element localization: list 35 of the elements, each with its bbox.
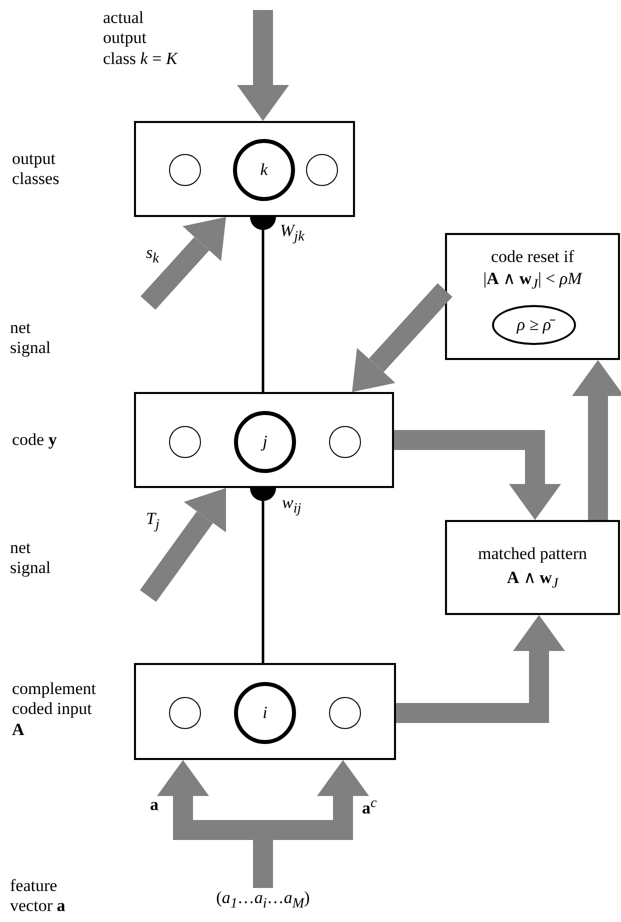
neuron-circle xyxy=(329,426,361,458)
edge-label: W$_{jk}$ xyxy=(280,222,304,245)
layer-box xyxy=(445,520,620,615)
signal-arrow xyxy=(140,488,226,602)
neuron-circle: j xyxy=(234,411,296,473)
formula-text: |A ∧ w$_{J}$| < ρM xyxy=(482,269,584,294)
neuron-circle xyxy=(169,154,201,186)
box-heading: code reset if xyxy=(490,247,576,268)
signal-arrow xyxy=(140,217,226,310)
signal-arrow xyxy=(237,10,289,121)
layer-caption: net signal xyxy=(10,318,52,359)
layer-caption: actual output class k = K xyxy=(103,8,178,70)
neuron-circle: k xyxy=(233,139,295,201)
layer-label: output classes xyxy=(12,149,60,190)
signal-arrow xyxy=(352,283,452,392)
neuron-circle xyxy=(169,426,201,458)
input-vector-label: (a$_{1}$…a$_{i}$…a$_{M}$) xyxy=(198,888,328,916)
condition-ellipse: ρ ≥ ρ̄ xyxy=(492,305,576,345)
condition-box xyxy=(445,233,620,360)
weight-connection xyxy=(250,217,276,392)
neuron-circle: i xyxy=(234,682,296,744)
layer-label: complement coded input A xyxy=(12,679,98,740)
signal-arrow xyxy=(572,360,621,520)
layer-label: code y xyxy=(12,430,58,450)
weight-connection xyxy=(250,488,276,663)
layer-caption: net signal xyxy=(10,538,52,579)
neuron-circle xyxy=(306,154,338,186)
signal-arrow xyxy=(396,615,565,723)
box-heading: matched pattern xyxy=(476,544,588,564)
signal-arrow xyxy=(394,430,561,520)
formula-text: A ∧ w$_{J}$ xyxy=(506,568,560,592)
neuron-circle xyxy=(329,697,361,729)
edge-label: T$_{j}$ xyxy=(146,510,160,533)
neuron-circle xyxy=(169,697,201,729)
layer-caption: feature vector a xyxy=(10,876,66,917)
